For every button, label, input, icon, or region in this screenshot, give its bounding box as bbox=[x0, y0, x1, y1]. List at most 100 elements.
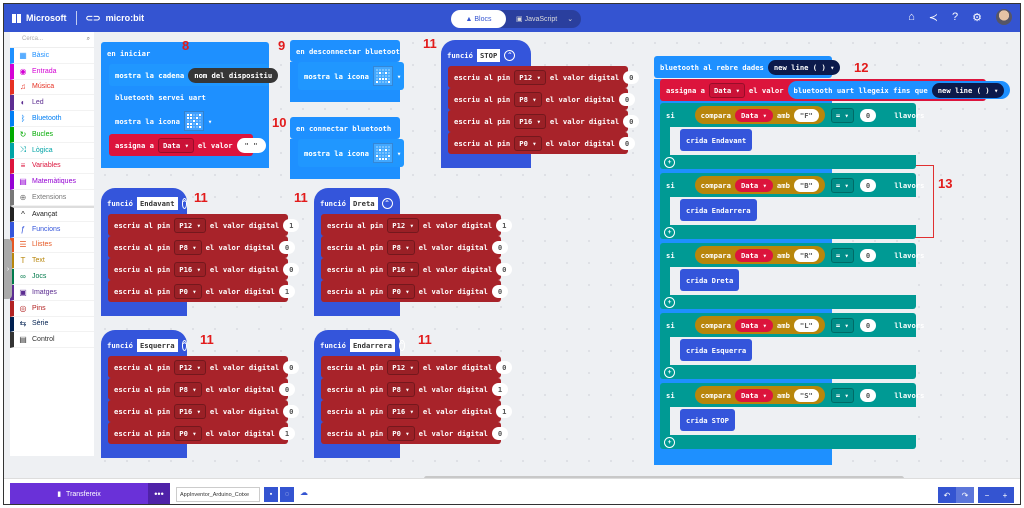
pin-dropdown[interactable]: P8 ▾ bbox=[514, 91, 542, 107]
string-value[interactable]: " " bbox=[236, 137, 266, 153]
pin-dropdown[interactable]: P16 ▾ bbox=[387, 403, 419, 419]
function-name-field[interactable]: Endarrera bbox=[349, 338, 395, 352]
pin-dropdown[interactable]: P12 ▾ bbox=[514, 69, 546, 85]
char-input[interactable]: "B" bbox=[793, 178, 819, 192]
variable-dropdown[interactable]: Data ▾ bbox=[734, 178, 773, 192]
sidebar-item-jocs[interactable]: ∞Jocs bbox=[10, 269, 94, 285]
search-input[interactable]: Cerca...⌕ bbox=[10, 32, 94, 48]
variable-dropdown[interactable]: Data ▾ bbox=[734, 318, 773, 332]
collapse-toolbox-handle[interactable]: › bbox=[4, 239, 12, 299]
pin-dropdown[interactable]: P0 ▾ bbox=[387, 283, 415, 299]
variable-dropdown[interactable]: Data ▾ bbox=[734, 388, 773, 402]
cloud-icon[interactable]: ☁ bbox=[300, 488, 308, 497]
download-button[interactable]: ▮Transfereix bbox=[10, 483, 148, 504]
pin-dropdown[interactable]: P12 ▾ bbox=[387, 359, 419, 375]
chevron-down-icon[interactable]: ▾ bbox=[396, 71, 402, 81]
add-else-icon[interactable]: + bbox=[664, 436, 675, 448]
chevron-down-icon[interactable]: ⌄ bbox=[567, 16, 574, 23]
function-name-field[interactable]: Endavant bbox=[136, 196, 178, 210]
sidebar-item-led[interactable]: ◐Led bbox=[10, 95, 94, 112]
number-input[interactable]: 0 bbox=[859, 388, 877, 402]
pin-dropdown[interactable]: P8 ▾ bbox=[387, 381, 415, 397]
brand[interactable]: Microsoft ⊂⊃ micro:bit bbox=[12, 11, 144, 25]
string-value[interactable]: nom del dispositiu bbox=[188, 67, 279, 83]
collapse-icon[interactable]: ^ bbox=[181, 197, 188, 209]
pin-dropdown[interactable]: P0 ▾ bbox=[514, 135, 542, 151]
value-input[interactable]: 0 bbox=[283, 360, 300, 374]
collapse-icon[interactable]: ^ bbox=[398, 339, 405, 351]
number-input[interactable]: 0 bbox=[859, 318, 877, 332]
sidebar-item-avançat[interactable]: ^Avançat bbox=[10, 205, 94, 222]
save-icon[interactable]: ▪ bbox=[264, 487, 278, 502]
value-input[interactable]: 0 bbox=[496, 262, 513, 276]
operator-dropdown[interactable]: = ▾ bbox=[830, 317, 854, 333]
value-input[interactable]: 1 bbox=[496, 404, 513, 418]
sidebar-item-bàsic[interactable]: ▦Bàsic bbox=[10, 48, 94, 64]
github-icon[interactable]: ◌ bbox=[280, 487, 294, 502]
pin-dropdown[interactable]: P12 ▾ bbox=[387, 217, 419, 233]
chevron-down-icon[interactable]: ▾ bbox=[396, 148, 402, 158]
zoom-out-icon[interactable]: − bbox=[978, 487, 996, 503]
number-input[interactable]: 0 bbox=[859, 248, 877, 262]
sidebar-item-matemàtiques[interactable]: ▤Matemàtiques bbox=[10, 174, 94, 191]
show-icon-block[interactable]: mostra la icona▾ bbox=[298, 62, 404, 90]
value-input[interactable]: 0 bbox=[623, 114, 640, 128]
project-name-input[interactable]: AppInventor_Arduino_Cotxe bbox=[176, 487, 260, 502]
number-input[interactable]: 0 bbox=[859, 108, 877, 122]
pin-dropdown[interactable]: P16 ▾ bbox=[174, 403, 206, 419]
sidebar-item-pins[interactable]: ◎Pins bbox=[10, 300, 94, 317]
operator-dropdown[interactable]: = ▾ bbox=[830, 247, 854, 263]
sidebar-item-música[interactable]: ♫Música bbox=[10, 79, 94, 96]
value-input[interactable]: 1 bbox=[278, 426, 296, 440]
icon-picker[interactable] bbox=[183, 111, 204, 131]
value-input[interactable]: 1 bbox=[496, 218, 513, 232]
uart-service-block[interactable]: bluetooth servei uart bbox=[109, 86, 239, 108]
collapse-icon[interactable]: ^ bbox=[181, 339, 188, 351]
pin-dropdown[interactable]: P12 ▾ bbox=[174, 217, 206, 233]
pin-dropdown[interactable]: P16 ▾ bbox=[514, 113, 546, 129]
sidebar-item-llistes[interactable]: ☰Llistes bbox=[10, 237, 94, 254]
sidebar-item-extensions[interactable]: ⊕Extensions bbox=[10, 190, 94, 206]
pin-dropdown[interactable]: P16 ▾ bbox=[174, 261, 206, 277]
value-input[interactable]: 0 bbox=[491, 284, 509, 298]
sidebar-item-sèrie[interactable]: ⇆Sèrie bbox=[10, 316, 94, 333]
sidebar-item-variables[interactable]: ≡Variables bbox=[10, 158, 94, 175]
value-input[interactable]: 1 bbox=[283, 218, 300, 232]
function-name-field[interactable]: Dreta bbox=[349, 196, 378, 210]
value-input[interactable]: 1 bbox=[491, 382, 509, 396]
pin-dropdown[interactable]: P8 ▾ bbox=[174, 381, 202, 397]
